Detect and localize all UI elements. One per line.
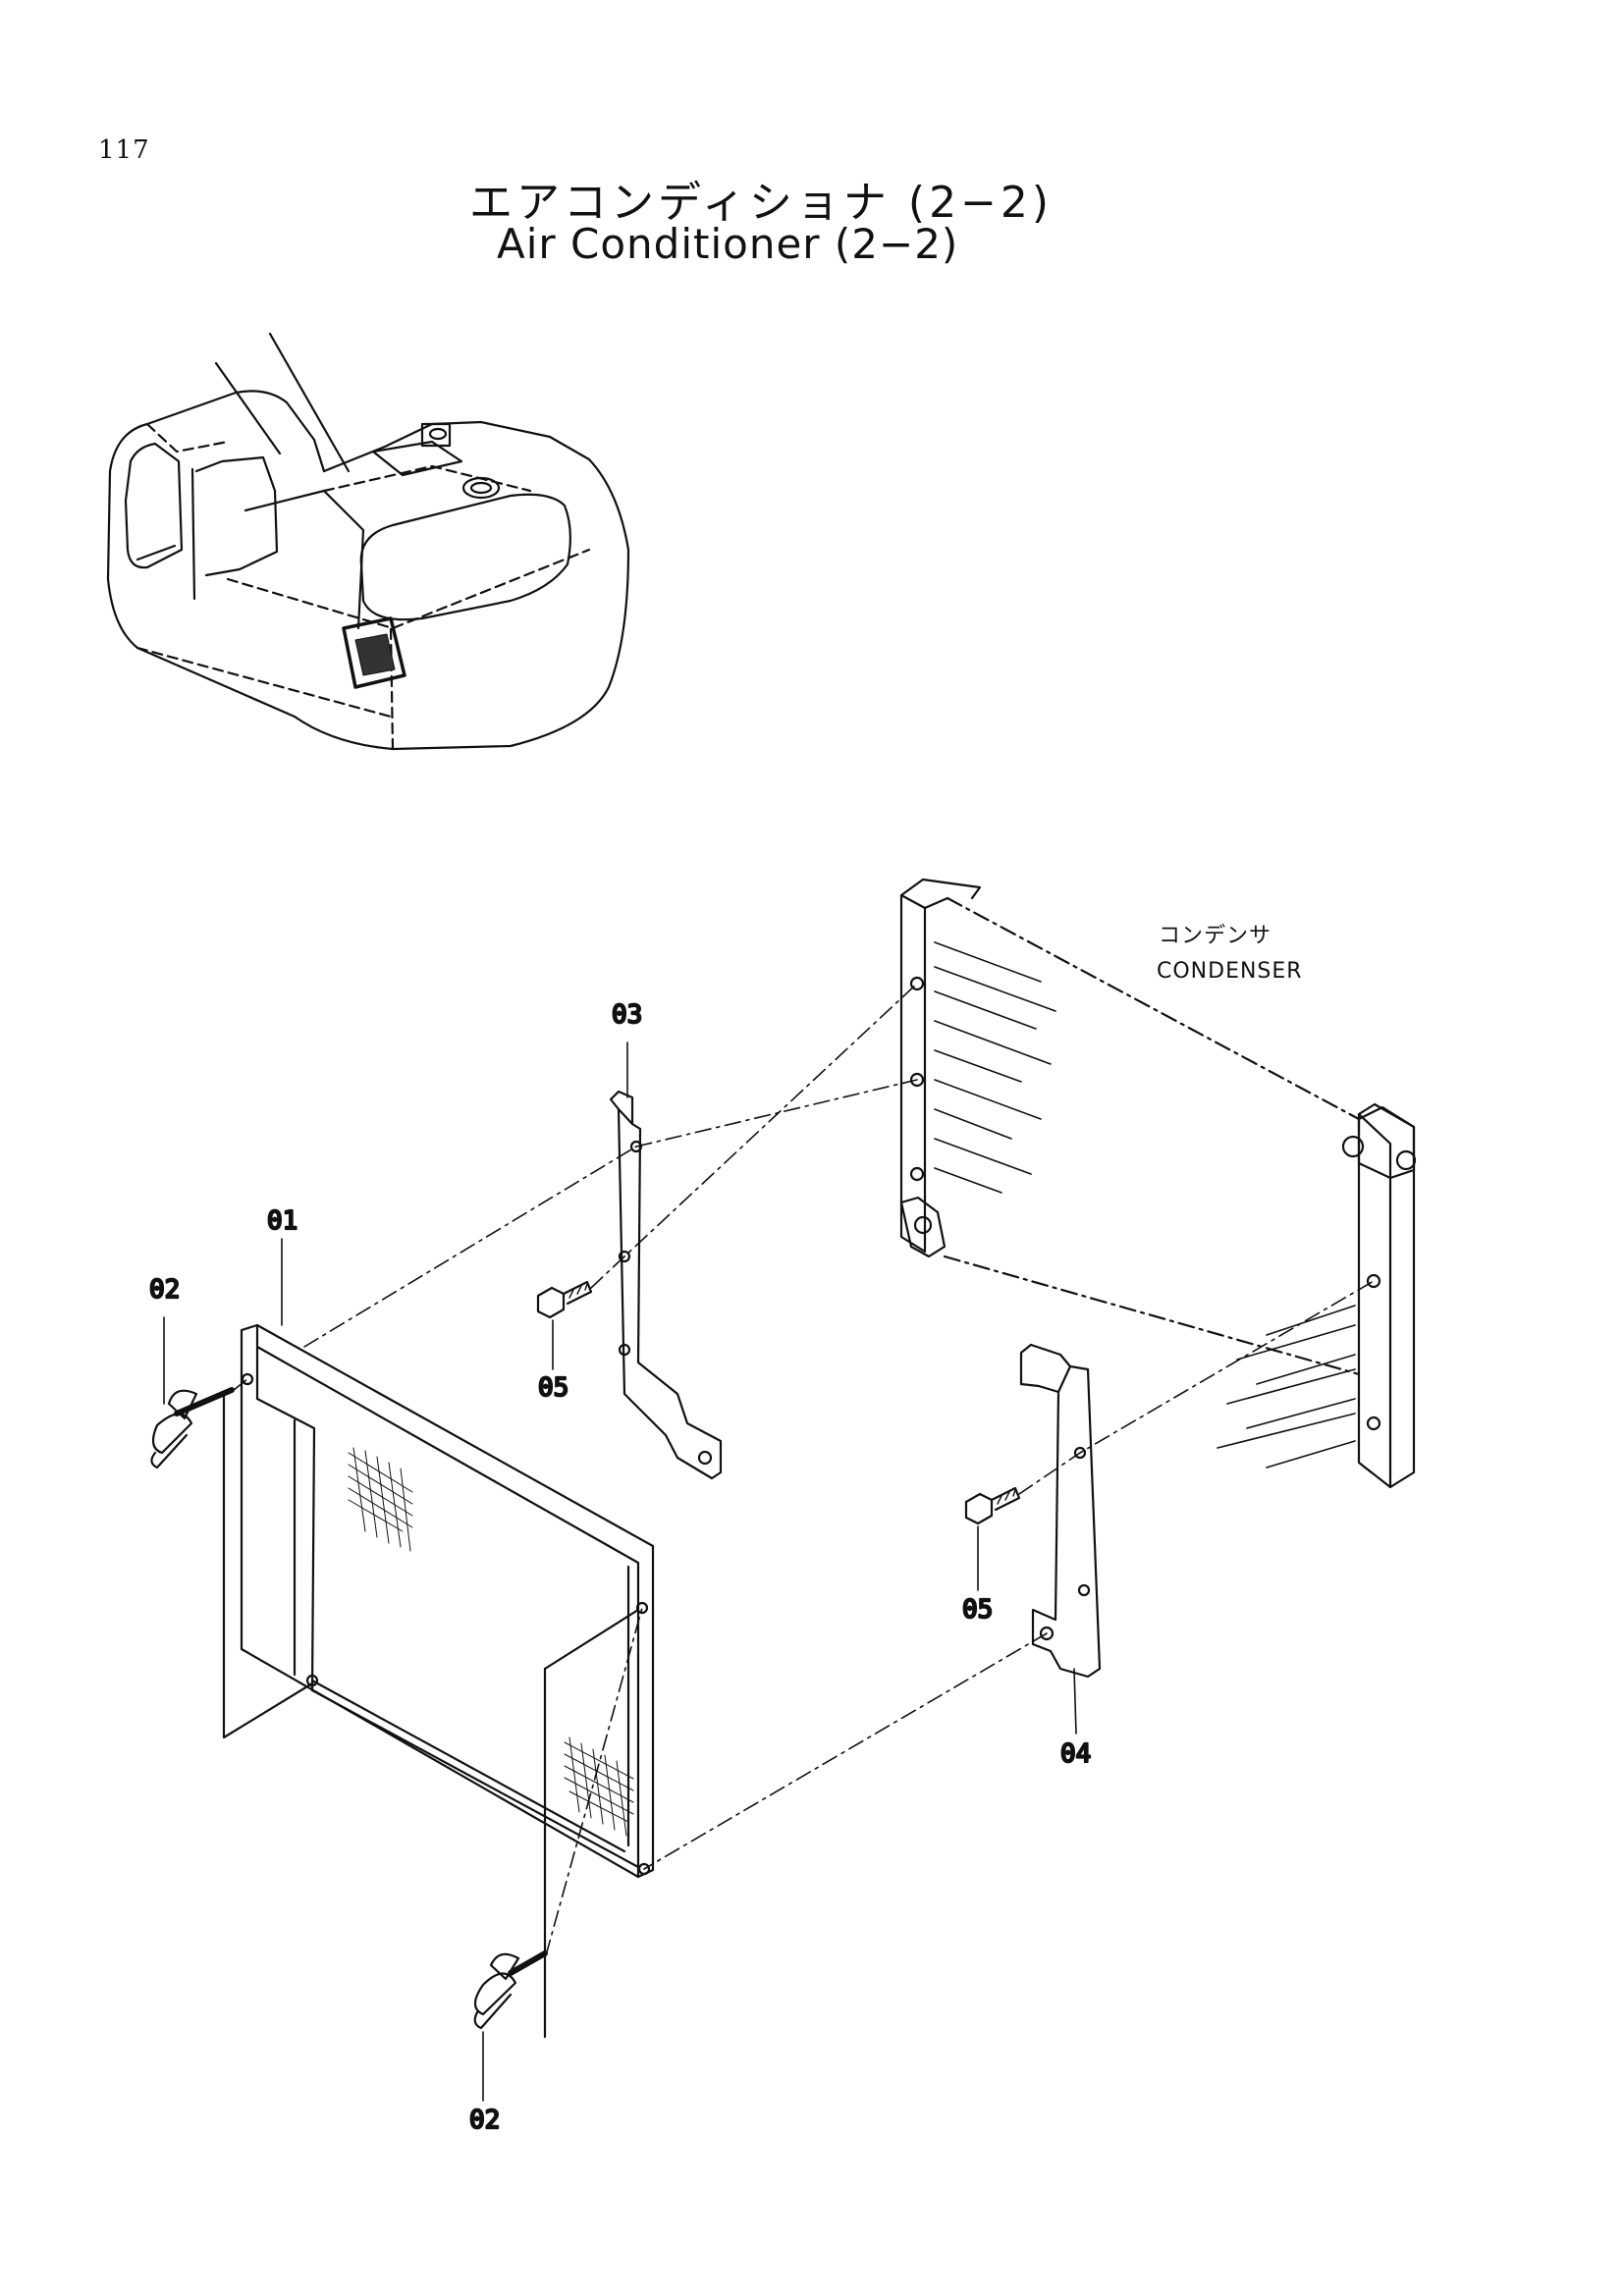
callout-04: 04 xyxy=(1060,1739,1091,1769)
cover-panel-01 xyxy=(222,1323,655,2039)
title-english: Air Conditioner (2−2) xyxy=(497,220,959,268)
callout-03: 03 xyxy=(612,1000,642,1030)
leader-lines xyxy=(163,1041,1077,2102)
callout-01: 01 xyxy=(267,1206,298,1236)
bracket-04 xyxy=(1019,1343,1102,1679)
callout-05-left: 05 xyxy=(538,1373,568,1403)
callout-02-bottom: 02 xyxy=(469,2106,500,2135)
condenser-label-en: CONDENSER xyxy=(1157,959,1303,984)
mesh-pattern xyxy=(348,1447,634,1837)
page-number: 117 xyxy=(98,135,150,165)
bolt-05-left xyxy=(536,1280,593,1319)
condenser-illustration xyxy=(899,878,1417,1489)
bracket-03 xyxy=(609,1090,723,1480)
callout-02-top: 02 xyxy=(149,1275,180,1305)
condenser-label-jp: コンデンサ xyxy=(1159,924,1271,948)
bolt-05-right xyxy=(964,1486,1021,1525)
excavator-overview-illustration xyxy=(106,332,630,751)
wing-bolt-02-top xyxy=(150,1387,235,1469)
callout-05-right: 05 xyxy=(962,1595,993,1625)
wing-bolt-02-bottom xyxy=(473,1950,548,2030)
title-japanese: エアコンディショナ (2−2) xyxy=(469,178,1054,228)
assembly-lines xyxy=(233,983,1375,1956)
